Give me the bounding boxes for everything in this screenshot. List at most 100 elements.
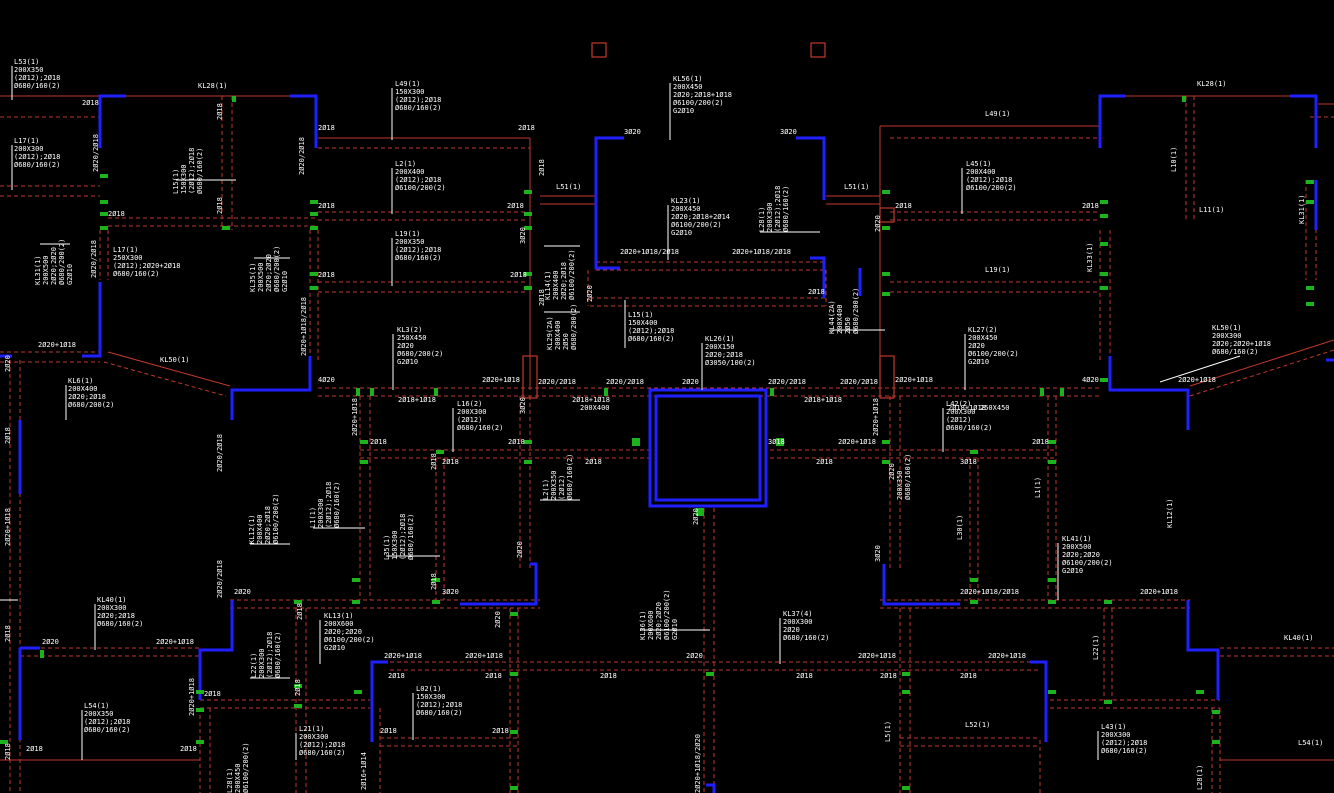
drawing-annotation-vertical: L28(1) [226, 768, 234, 793]
drawing-annotation: L53(1) [14, 58, 39, 66]
drawing-annotation: KL40(1) [1284, 634, 1314, 642]
drawing-annotation: Ø680/160(2) [395, 104, 441, 112]
drawing-annotation-vertical: 200X450 [234, 763, 242, 793]
drawing-annotation: 200X500 [1062, 543, 1092, 551]
drawing-annotation-vertical: (2Ø12);2Ø18 [325, 482, 333, 528]
drawing-annotation: Ø6100/200(2) [395, 184, 446, 192]
drawing-annotation-vertical: 2Ø50 [562, 333, 570, 350]
drawing-annotation: Ø680/200(2) [397, 350, 443, 358]
drawing-annotation: KL27(2) [968, 326, 998, 334]
drawing-annotation: 200X350 [395, 238, 425, 246]
drawing-annotation: 2Ø20 [234, 588, 251, 596]
drawing-annotation: 2Ø20+1Ø18 [156, 638, 194, 646]
drawing-annotation-vertical: 3Ø20 [519, 397, 527, 414]
drawing-annotation: 2Ø18 [204, 690, 221, 698]
drawing-annotation: L11(1) [1199, 206, 1224, 214]
drawing-annotation: 2Ø18 [960, 672, 977, 680]
drawing-annotation: 2Ø18 [880, 672, 897, 680]
drawing-annotation-vertical: 2Ø50 [844, 317, 852, 334]
drawing-annotation: Ø680/160(2) [1101, 747, 1147, 755]
drawing-annotation-vertical: 200X300 [317, 498, 325, 528]
drawing-annotation: (2Ø12) [946, 416, 971, 424]
drawing-annotation: KL40(1) [97, 596, 127, 604]
drawing-annotation-vertical: L1(1) [309, 507, 317, 528]
drawing-annotation: (2Ø12);2Ø18 [628, 327, 674, 335]
drawing-annotation-vertical: G2Ø10 [281, 271, 289, 292]
drawing-annotation-vertical: 200X300 [766, 202, 774, 232]
drawing-annotation: 200X300 [299, 733, 329, 741]
drawing-annotation-vertical: 2Ø18 [216, 197, 224, 214]
drawing-annotation-vertical: L28(1) [758, 207, 766, 232]
drawing-annotation: 200X300 [14, 145, 44, 153]
drawing-annotation: L02(1) [416, 685, 441, 693]
drawing-annotation: L54(1) [1298, 739, 1323, 747]
drawing-annotation: 3Ø20 [624, 128, 641, 136]
drawing-annotation-vertical: Ø680/200(2) [58, 239, 66, 285]
drawing-annotation: Ø680/160(2) [395, 254, 441, 262]
drawing-annotation: 2Ø18 [318, 124, 335, 132]
drawing-annotation: L19(1) [395, 230, 420, 238]
drawing-annotation: 2Ø20+1Ø18 [1140, 588, 1178, 596]
drawing-annotation: L45(1) [966, 160, 991, 168]
drawing-annotation: Ø680/160(2) [1212, 348, 1258, 356]
drawing-annotation: 2Ø18 [508, 438, 525, 446]
drawing-annotation-vertical: 2Ø18 [216, 103, 224, 120]
drawing-annotation-vertical: 200X400 [256, 514, 264, 544]
drawing-annotation-vertical: 200X350 [896, 470, 904, 500]
drawing-annotation: 2Ø20+1Ø18 [895, 376, 933, 384]
drawing-annotation: (2Ø12);2Ø18 [1101, 739, 1147, 747]
drawing-annotation-vertical: 2Ø20;2Ø18 [560, 262, 568, 300]
drawing-annotation-vertical: 2Ø18 [538, 289, 546, 306]
drawing-annotation: 2Ø18 [82, 99, 99, 107]
drawing-annotation-vertical: 200X400 [554, 320, 562, 350]
drawing-annotation: 250X450 [397, 334, 427, 342]
drawing-annotation: Ø680/160(2) [946, 424, 992, 432]
drawing-annotation: Ø680/160(2) [628, 335, 674, 343]
drawing-annotation-vertical: 2Ø20;2Ø18 [264, 506, 272, 544]
drawing-annotation-vertical: 2Ø20 [888, 463, 896, 480]
drawing-annotation: 2Ø20 [682, 378, 699, 386]
drawing-annotation: 2Ø18+1Ø18 [804, 396, 842, 404]
drawing-annotation: (2Ø12);2Ø18 [966, 176, 1012, 184]
drawing-annotation: L19(1) [985, 266, 1010, 274]
drawing-annotation: 2Ø20 [42, 638, 59, 646]
drawing-annotation-vertical: (2Ø12) [558, 475, 566, 500]
drawing-annotation-vertical: 2Ø20/2Ø18 [298, 137, 306, 175]
drawing-annotation-vertical: Ø680/200(2) [570, 304, 578, 350]
drawing-annotation: G2Ø10 [1062, 567, 1083, 575]
drawing-annotation-vertical: 200X400 [836, 304, 844, 334]
drawing-annotation-vertical: 2Ø20 [4, 355, 12, 372]
drawing-annotation: L42(2) [946, 400, 971, 408]
drawing-annotation: KL50(1) [160, 356, 190, 364]
drawing-annotation-vertical: 2Ø20 [692, 508, 700, 525]
drawing-annotation: 2Ø20;2Ø20+1Ø18 [1212, 340, 1271, 348]
drawing-annotation: 200X300 [1212, 332, 1242, 340]
drawing-annotation-vertical: 2Ø18 [4, 427, 12, 444]
drawing-annotation-vertical: Ø680/160(2) [407, 514, 415, 560]
drawing-annotation: 2Ø20;2Ø20 [324, 628, 362, 636]
drawing-annotation: (2Ø12);2Ø18 [84, 718, 130, 726]
drawing-annotation: KL26(1) [705, 335, 735, 343]
drawing-annotation-vertical: 2Ø20+1Ø18/2Ø20 [694, 734, 702, 793]
drawing-annotation-vertical: 200X500 [257, 262, 265, 292]
drawing-annotation-vertical: KL31(1) [34, 255, 42, 285]
drawing-annotation-vertical: Ø680/200(2) [852, 288, 860, 334]
drawing-annotation: L16(2) [457, 400, 482, 408]
drawing-annotation-vertical: 2Ø20/2Ø18 [90, 240, 98, 278]
drawing-annotation-vertical: 2Ø18 [4, 625, 12, 642]
drawing-annotation-vertical: L22(1) [250, 653, 258, 678]
drawing-annotation-vertical: L2(1) [542, 479, 550, 500]
drawing-annotation-vertical: Ø6100/200(2) [272, 493, 280, 544]
drawing-annotation: 200X450 [968, 334, 998, 342]
drawing-annotation-vertical: 2Ø20 [586, 285, 594, 302]
drawing-annotation: 2Ø18 [380, 727, 397, 735]
drawing-annotation: (2Ø12);2Ø18 [14, 153, 60, 161]
drawing-annotation-vertical: 2Ø20;2Ø20 [50, 247, 58, 285]
drawing-annotation-vertical: Ø680/160(2) [274, 632, 282, 678]
drawing-annotation-vertical: Ø680/160(2) [566, 454, 574, 500]
drawing-annotation: 200X300 [97, 604, 127, 612]
drawing-annotation: L17(1) [14, 137, 39, 145]
opening-markers [522, 42, 895, 399]
drawing-annotation: 2Ø18 [442, 458, 459, 466]
